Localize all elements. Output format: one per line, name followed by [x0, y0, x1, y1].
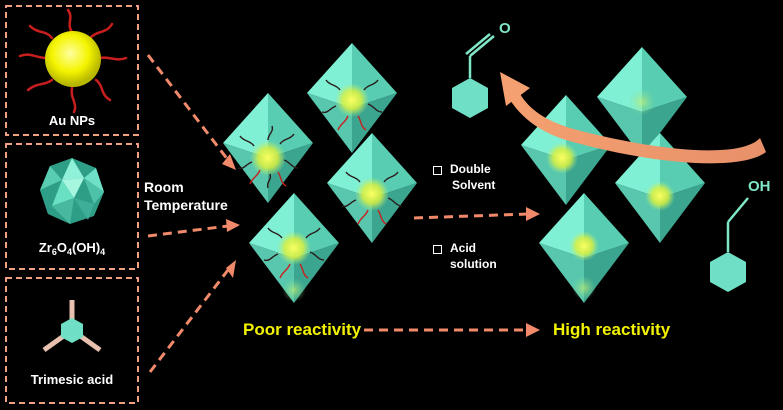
au-nanoparticle-icon — [18, 8, 128, 114]
solvent-line: Solvent — [452, 178, 496, 192]
double-solvent-label: Double Solvent — [450, 161, 495, 193]
acid-solution-checkbox — [433, 245, 442, 254]
zr-cluster-box — [5, 143, 139, 270]
octahedron-high-4 — [539, 193, 629, 303]
octahedron-high-1 — [521, 95, 611, 205]
aldehyde-molecule — [452, 33, 495, 118]
alcohol-oh-label: OH — [748, 178, 771, 195]
conversion-arrow — [500, 72, 766, 164]
zr-cluster-label: Zr6O4(OH)4 — [38, 240, 106, 257]
trimesic-acid-icon — [42, 300, 102, 353]
double-line: Double — [450, 162, 491, 176]
aldehyde-oxygen-label: O — [499, 20, 511, 37]
octahedron-poor-3 — [327, 133, 417, 243]
au-nps-box — [5, 5, 139, 136]
acid-line: Acid — [450, 241, 477, 255]
room-line: Room — [144, 179, 184, 195]
au-nps-label: Au NPs — [48, 113, 96, 128]
feed-arrows — [146, 54, 529, 373]
arrowheads — [222, 154, 540, 337]
temperature-line: Temperature — [144, 197, 228, 213]
octahedron-high-2 — [597, 47, 687, 157]
octahedron-poor-1 — [223, 93, 313, 203]
high-reactivity-label: High reactivity — [553, 320, 671, 339]
linker-box — [5, 277, 139, 404]
room-temperature-label: Room Temperature — [144, 178, 228, 214]
double-solvent-checkbox — [433, 166, 442, 175]
octahedron-high-3 — [615, 133, 705, 243]
zr-cluster-icon — [40, 158, 104, 224]
octahedron-poor-4 — [249, 193, 339, 303]
alcohol-molecule — [710, 197, 749, 292]
trimesic-acid-label: Trimesic acid — [30, 372, 114, 387]
solution-line: solution — [450, 257, 497, 271]
poor-reactivity-label: Poor reactivity — [243, 320, 362, 339]
acid-solution-label: Acid solution — [450, 240, 497, 272]
octahedron-poor-2 — [307, 43, 397, 153]
